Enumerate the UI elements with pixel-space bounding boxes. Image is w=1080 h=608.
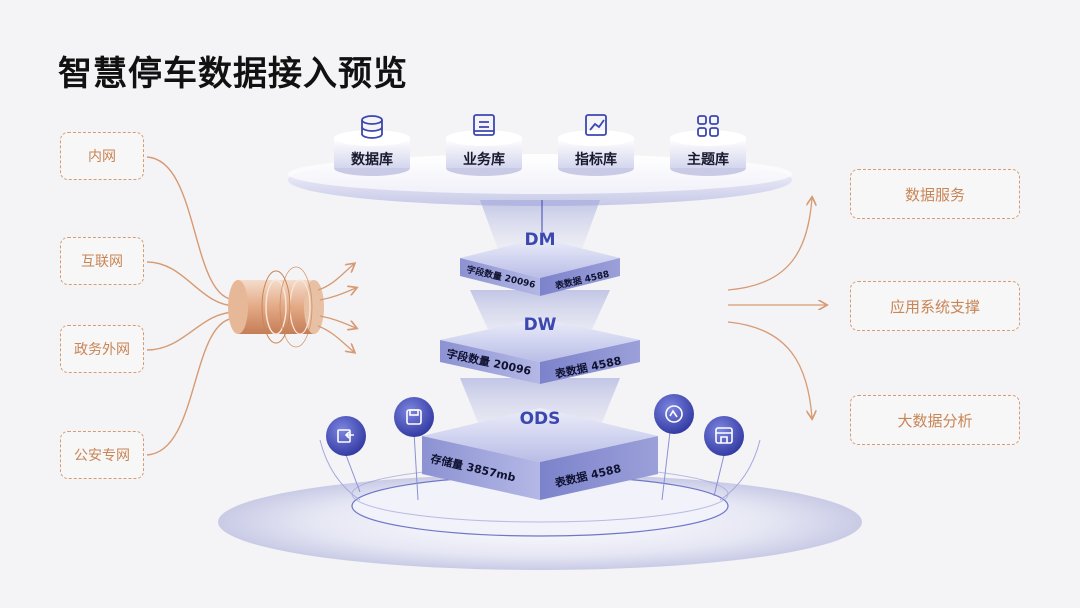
- page-title: 智慧停车数据接入预览: [58, 54, 408, 94]
- ods-storage: 存储量 3857mb: [429, 451, 517, 484]
- dw-field-count: 字段数量 20096: [445, 346, 532, 378]
- document-icon: [473, 114, 495, 136]
- library-pills: [334, 130, 746, 176]
- source-internet: 互联网: [60, 237, 144, 285]
- dm-table-data: 表数据 4588: [553, 268, 610, 292]
- library-database-label: 数据库: [351, 151, 393, 168]
- output-big-data-analysis: 大数据分析: [850, 395, 1020, 445]
- source-government-extranet: 政务外网: [60, 325, 144, 373]
- chart-trend-icon: [585, 114, 607, 136]
- slab-ods: [422, 408, 658, 500]
- source-connectors: [146, 156, 237, 456]
- layer-dm-name: DM: [524, 230, 555, 250]
- dm-field-count: 字段数量 20096: [465, 263, 536, 291]
- refresh-circle-icon: [654, 394, 694, 434]
- storefront-icon: [704, 416, 744, 456]
- library-business-label: 业务库: [463, 151, 505, 168]
- library-indicator-label: 指标库: [575, 151, 617, 168]
- output-data-service: 数据服务: [850, 169, 1020, 219]
- source-intranet: 内网: [60, 132, 144, 180]
- grid-apps-icon: [697, 115, 719, 137]
- output-application-support: 应用系统支撑: [850, 281, 1020, 331]
- data-pipe-cylinder: [228, 266, 324, 348]
- library-topic-label: 主题库: [687, 151, 729, 168]
- database-icon: [361, 115, 383, 139]
- slab-dm: [460, 238, 620, 296]
- slab-dw: [440, 318, 640, 384]
- ods-table-data: 表数据 4588: [553, 461, 623, 490]
- dw-table-data: 表数据 4588: [553, 353, 623, 381]
- layer-ods-name: ODS: [520, 409, 561, 429]
- output-connectors: [727, 198, 826, 418]
- floppy-disk-icon: [394, 397, 434, 437]
- layer-dw-name: DW: [524, 315, 557, 335]
- source-public-security-network: 公安专网: [60, 431, 144, 479]
